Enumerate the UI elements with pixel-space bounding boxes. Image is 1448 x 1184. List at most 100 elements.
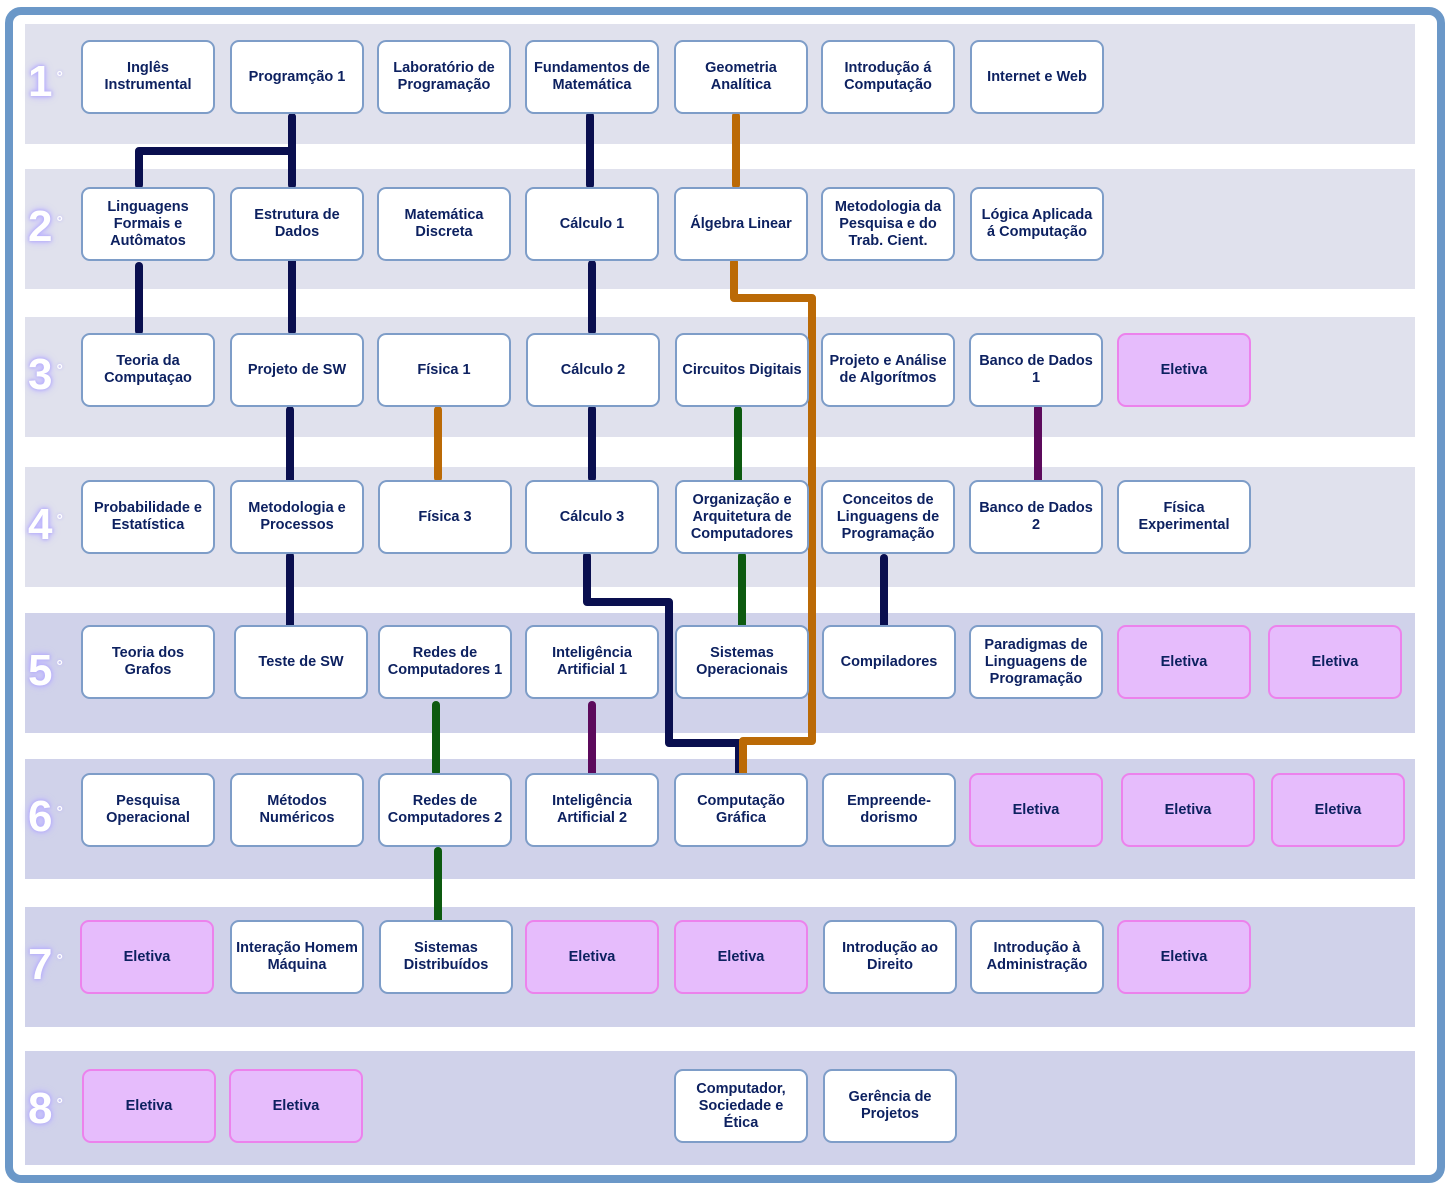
course-label: Eletiva xyxy=(272,1097,320,1114)
semester-number: 4 xyxy=(28,500,53,549)
course-label: Metodologia e Processos xyxy=(248,500,346,533)
course-box-metproc[interactable]: Metodologia e Processos xyxy=(230,480,364,554)
semester-label: 2° xyxy=(28,197,88,257)
course-label: Física 3 xyxy=(418,508,472,525)
course-label: Eletiva xyxy=(1160,653,1208,670)
course-box-internet[interactable]: Internet e Web xyxy=(970,40,1104,114)
course-label: Cálculo 2 xyxy=(560,361,626,378)
course-box-grafos[interactable]: Teoria dos Grafos xyxy=(81,625,215,699)
course-box-ia2[interactable]: Inteligência Artificial 2 xyxy=(525,773,659,847)
course-box-alglin[interactable]: Álgebra Linear xyxy=(674,187,808,261)
course-label: Banco de Dados 2 xyxy=(979,500,1093,533)
course-label: Gerência de Projetos xyxy=(848,1089,932,1122)
course-box-redes2[interactable]: Redes de Computadores 2 xyxy=(378,773,512,847)
elective-course-box[interactable]: Eletiva xyxy=(969,773,1103,847)
course-box-direito[interactable]: Introdução ao Direito xyxy=(823,920,957,994)
course-box-fis1[interactable]: Física 1 xyxy=(377,333,511,407)
course-box-fisexp[interactable]: Física Experimental xyxy=(1117,480,1251,554)
elective-course-box[interactable]: Eletiva xyxy=(82,1069,216,1143)
degree-symbol: ° xyxy=(56,362,63,379)
course-box-bd1[interactable]: Banco de Dados 1 xyxy=(969,333,1103,407)
course-box-calc2[interactable]: Cálculo 2 xyxy=(526,333,660,407)
course-label: Álgebra Linear xyxy=(690,215,792,232)
course-box-teocomp[interactable]: Teoria da Computaçao xyxy=(81,333,215,407)
course-label: Computação Gráfica xyxy=(697,793,785,826)
course-box-sd[interactable]: Sistemas Distribuídos xyxy=(379,920,513,994)
course-box-projsw[interactable]: Projeto de SW xyxy=(230,333,364,407)
course-box-probest[interactable]: Probabilidade e Estatística xyxy=(81,480,215,554)
course-box-cg[interactable]: Computação Gráfica xyxy=(674,773,808,847)
course-label: Eletiva xyxy=(1314,801,1362,818)
course-box-pesqop[interactable]: Pesquisa Operacional xyxy=(81,773,215,847)
course-box-admin[interactable]: Introdução à Administração xyxy=(970,920,1104,994)
semester-number: 7 xyxy=(28,940,53,989)
course-box-clp[interactable]: Conceitos de Linguagens de Programação xyxy=(821,480,955,554)
course-box-cse[interactable]: Computador, Sociedade e Ética xyxy=(674,1069,808,1143)
course-box-ihm[interactable]: Interação Homem Máquina xyxy=(230,920,364,994)
elective-course-box[interactable]: Eletiva xyxy=(525,920,659,994)
course-label: Organização e Arquitetura de Computadore… xyxy=(690,491,794,542)
course-box-bd2[interactable]: Banco de Dados 2 xyxy=(969,480,1103,554)
elective-course-box[interactable]: Eletiva xyxy=(80,920,214,994)
course-box-compil[interactable]: Compiladores xyxy=(822,625,956,699)
course-label: Estrutura de Dados xyxy=(254,207,340,240)
elective-course-box[interactable]: Eletiva xyxy=(1117,920,1251,994)
course-label: Geometria Analítica xyxy=(705,60,777,93)
elective-course-box[interactable]: Eletiva xyxy=(1268,625,1402,699)
course-box-oac[interactable]: Organização e Arquitetura de Computadore… xyxy=(675,480,809,554)
course-label: Laboratório de Programação xyxy=(393,60,495,93)
course-box-metpesq[interactable]: Metodologia da Pesquisa e do Trab. Cient… xyxy=(821,187,955,261)
course-label: Redes de Computadores 1 xyxy=(387,645,503,678)
course-label: Introdução á Computação xyxy=(844,60,932,93)
course-box-fundmat[interactable]: Fundamentos de Matemática xyxy=(525,40,659,114)
course-box-gerproj[interactable]: Gerência de Projetos xyxy=(823,1069,957,1143)
course-box-metnum[interactable]: Métodos Numéricos xyxy=(230,773,364,847)
course-box-paa[interactable]: Projeto e Análise de Algorítmos xyxy=(821,333,955,407)
course-label: Eletiva xyxy=(1012,801,1060,818)
course-label: Internet e Web xyxy=(987,68,1087,85)
course-box-plp[interactable]: Paradigmas de Linguagens de Programação xyxy=(969,625,1103,699)
course-label: Métodos Numéricos xyxy=(259,793,335,826)
course-box-prog1[interactable]: Programção 1 xyxy=(230,40,364,114)
elective-course-box[interactable]: Eletiva xyxy=(229,1069,363,1143)
course-label: Pesquisa Operacional xyxy=(106,793,190,826)
course-label: Eletiva xyxy=(125,1097,173,1114)
course-box-matdisc[interactable]: Matemática Discreta xyxy=(377,187,511,261)
course-box-ed[interactable]: Estrutura de Dados xyxy=(230,187,364,261)
course-label: Introdução ao Direito xyxy=(842,940,938,973)
course-box-calc3[interactable]: Cálculo 3 xyxy=(525,480,659,554)
course-box-calc1[interactable]: Cálculo 1 xyxy=(525,187,659,261)
course-box-labprog[interactable]: Laboratório de Programação xyxy=(377,40,511,114)
course-box-redes1[interactable]: Redes de Computadores 1 xyxy=(378,625,512,699)
elective-course-box[interactable]: Eletiva xyxy=(1117,333,1251,407)
course-box-ingles[interactable]: Inglês Instrumental xyxy=(81,40,215,114)
course-box-ia1[interactable]: Inteligência Artificial 1 xyxy=(525,625,659,699)
course-box-empreend[interactable]: Empreende- dorismo xyxy=(822,773,956,847)
course-label: Fundamentos de Matemática xyxy=(533,60,650,93)
course-label: Computador, Sociedade e Ética xyxy=(696,1080,786,1131)
course-box-testesw[interactable]: Teste de SW xyxy=(234,625,368,699)
degree-symbol: ° xyxy=(56,69,63,86)
course-label: Teste de SW xyxy=(258,653,344,670)
elective-course-box[interactable]: Eletiva xyxy=(1117,625,1251,699)
course-label: Redes de Computadores 2 xyxy=(387,793,503,826)
elective-course-box[interactable]: Eletiva xyxy=(1271,773,1405,847)
semester-number: 2 xyxy=(28,202,53,251)
semester-label: 7° xyxy=(28,935,88,995)
course-box-geoanal[interactable]: Geometria Analítica xyxy=(674,40,808,114)
course-box-logica[interactable]: Lógica Aplicada á Computação xyxy=(970,187,1104,261)
course-box-circ[interactable]: Circuitos Digitais xyxy=(675,333,809,407)
course-box-introcomp[interactable]: Introdução á Computação xyxy=(821,40,955,114)
course-label: Teoria da Computaçao xyxy=(104,353,192,386)
course-label: Empreende- dorismo xyxy=(847,793,931,826)
course-label: Banco de Dados 1 xyxy=(979,353,1093,386)
course-box-so[interactable]: Sistemas Operacionais xyxy=(675,625,809,699)
course-label: Teoria dos Grafos xyxy=(111,645,185,678)
elective-course-box[interactable]: Eletiva xyxy=(1121,773,1255,847)
course-label: Programção 1 xyxy=(248,68,346,85)
course-box-fis3[interactable]: Física 3 xyxy=(378,480,512,554)
course-label: Projeto e Análise de Algorítmos xyxy=(829,353,947,386)
course-box-lfa[interactable]: Linguagens Formais e Autômatos xyxy=(81,187,215,261)
elective-course-box[interactable]: Eletiva xyxy=(674,920,808,994)
course-label: Física Experimental xyxy=(1138,500,1230,533)
